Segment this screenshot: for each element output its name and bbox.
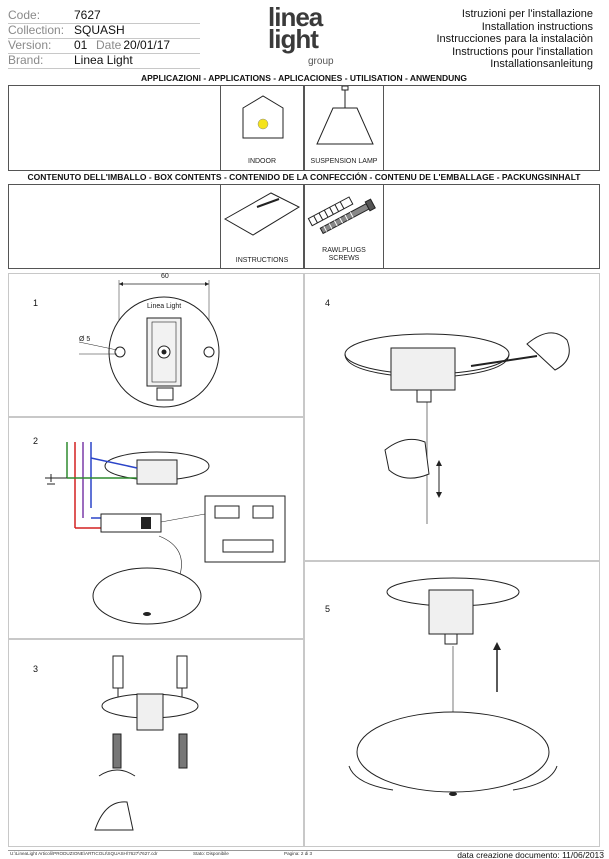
step4-panel: 4 — [304, 273, 600, 561]
logo-line3: group — [308, 56, 334, 67]
date-label: Date — [96, 38, 122, 52]
applications-title: APPLICAZIONI - APPLICATIONS - APLICACION… — [141, 73, 467, 83]
indoor-cell: INDOOR — [220, 85, 304, 171]
version-label: Version: — [8, 38, 52, 52]
collection-value: SQUASH — [74, 23, 125, 37]
code-row: Code: 7627 — [8, 8, 208, 23]
instructions-title-list: Istruzioni per l'installazione Installat… — [413, 8, 593, 71]
instruction-title-es: Instrucciones para la instalaciòn — [436, 33, 593, 46]
footer-created-date: data creazione documento: 11/06/2013 — [457, 850, 604, 859]
logo-line1: linea — [268, 2, 323, 32]
collection-row: Collection: SQUASH — [8, 23, 208, 38]
brand-value: Linea Light — [74, 53, 133, 67]
instructions-sheet-icon — [223, 192, 301, 236]
rawlplugs-label: RAWLPLUGS — [322, 247, 366, 254]
brand-row: Brand: Linea Light — [8, 53, 208, 68]
dimension-60-label: 60 — [161, 273, 169, 280]
plate-brand-label: Linea Light — [147, 303, 182, 310]
suspension-cell: SUSPENSION LAMP — [304, 85, 384, 171]
wiring-drawing — [45, 442, 286, 625]
divider — [8, 68, 200, 69]
step2-panel: 2 — [8, 417, 304, 639]
suspension-lamp-icon — [316, 86, 374, 145]
instruction-title-de: Installationsanleitung — [490, 58, 593, 71]
footer: U:\LineaLight Articoli\PRODUZIONE\ARTICO… — [8, 848, 604, 859]
instruction-title-fr: Instructions pour l'installation — [452, 45, 593, 58]
instruction-title-it: Istruzioni per l'installazione — [461, 8, 593, 20]
mounting-drawing — [94, 655, 199, 831]
version-value: 01 — [74, 38, 88, 52]
code-label: Code: — [8, 8, 41, 22]
brand-label: Brand: — [8, 53, 44, 67]
divider — [8, 23, 200, 24]
box-contents-title: CONTENUTO DELL'IMBALLO - BOX CONTENTS - … — [27, 172, 581, 182]
step1-panel: 1 60 Ø 5 Linea Light — [8, 273, 304, 417]
code-value: 7627 — [74, 8, 101, 22]
step3-number: 3 — [33, 664, 39, 674]
indoor-icon — [242, 95, 284, 139]
rawlplugs-screws-icon — [307, 196, 376, 235]
suspension-label: SUSPENSION LAMP — [310, 158, 378, 165]
step1-number: 1 — [33, 298, 39, 308]
divider — [8, 53, 200, 54]
suspension-fixing-drawing — [344, 332, 570, 524]
collection-label: Collection: — [8, 23, 65, 37]
footer-status: Stato: Disponibile — [193, 851, 229, 856]
footer-divider — [8, 850, 604, 851]
footer-path: U:\LineaLight Articoli\PRODUZIONE\ARTICO… — [10, 851, 158, 856]
date-value: 20/01/17 — [123, 38, 171, 52]
step3-panel: 3 — [8, 639, 304, 847]
diffuser-fitting-drawing — [348, 577, 558, 796]
ceiling-plate-drawing — [78, 280, 220, 408]
rawlplugs-screws-cell: RAWLPLUGS SCREWS — [304, 184, 384, 269]
step4-number: 4 — [325, 298, 331, 308]
version-row: Version: 01 Date 20/01/17 — [8, 38, 208, 53]
logo-line2: light — [268, 24, 319, 54]
screws-label: SCREWS — [328, 255, 360, 262]
product-info: Code: 7627 Collection: SQUASH Version: 0… — [8, 8, 208, 68]
step5-panel: 5 — [304, 561, 600, 847]
instruction-title-en: Installation instructions — [481, 20, 593, 33]
instructions-label: INSTRUCTIONS — [235, 257, 289, 264]
indoor-label: INDOOR — [248, 158, 276, 165]
step2-number: 2 — [33, 436, 39, 446]
linea-light-logo: linea light group — [268, 2, 348, 70]
footer-page: Pagina: 2 di 3 — [284, 851, 313, 856]
divider — [8, 38, 200, 39]
instructions-cell: INSTRUCTIONS — [220, 184, 304, 269]
hole-diameter-label: Ø 5 — [79, 336, 91, 343]
step5-number: 5 — [325, 604, 331, 614]
